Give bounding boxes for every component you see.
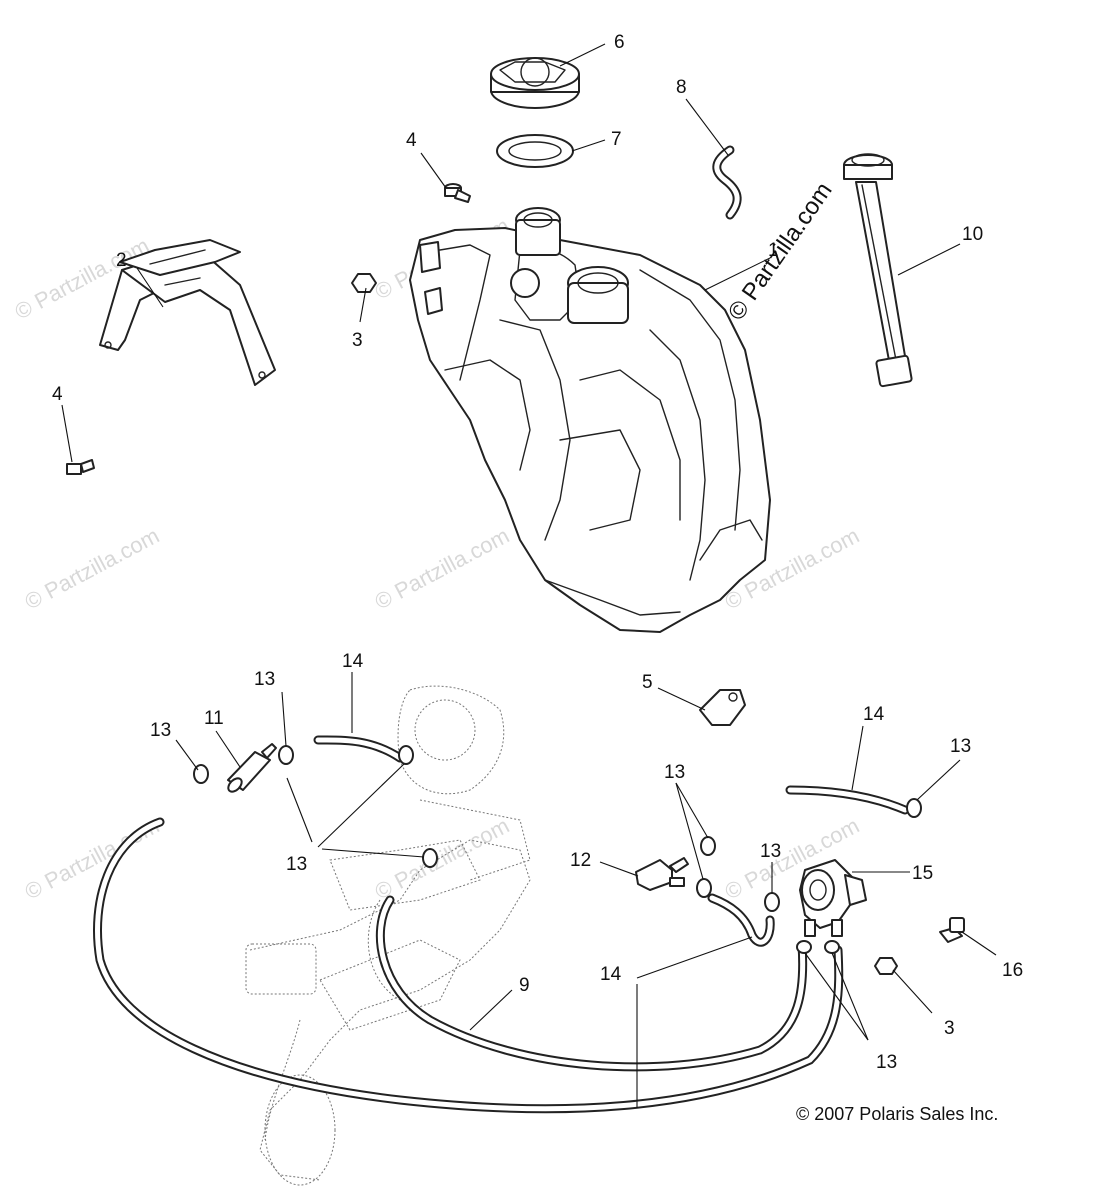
tee-fitting: [635, 857, 689, 891]
hose-clip: [699, 689, 746, 726]
nut-lower: [874, 957, 898, 975]
fuel-hose-long: [93, 817, 844, 1114]
bolt-upper: [444, 183, 471, 203]
callout-1: 1: [768, 240, 779, 261]
callout-11: 11: [204, 708, 224, 729]
leader-lines: [61, 43, 997, 1108]
hose-clamps: [193, 745, 922, 954]
callout-3: 3: [352, 330, 363, 351]
callout-14: 14: [863, 704, 885, 725]
callout-14: 14: [600, 964, 622, 985]
engine-outline: [245, 685, 531, 1186]
pump-bolt: [939, 917, 965, 943]
callout-13: 13: [664, 762, 685, 783]
callout-4: 4: [406, 130, 417, 151]
callout-8: 8: [676, 77, 687, 98]
callout-15: 15: [912, 863, 933, 884]
callout-13: 13: [254, 669, 275, 690]
callout-13: 13: [950, 736, 971, 757]
callout-10: 10: [962, 224, 983, 245]
callout-4: 4: [52, 384, 63, 405]
fuel-hose-upper-left: [313, 735, 405, 763]
callout-7: 7: [611, 129, 622, 150]
fuel-hose-lower: [707, 893, 775, 947]
fuel-hose-upper-right: [785, 785, 910, 815]
callout-6: 6: [614, 32, 625, 53]
tank-bracket: [99, 239, 276, 386]
watermark: © Partzilla.com: [21, 523, 164, 615]
callout-13: 13: [150, 720, 171, 741]
callout-14: 14: [342, 651, 364, 672]
callout-16: 16: [1002, 960, 1023, 981]
callouts: 1 2 3 3 4 4 5 6 7 8 9 10 11 12 13 13 13 …: [52, 32, 1023, 1073]
fuel-cap: [490, 57, 580, 109]
callout-3: 3: [944, 1018, 955, 1039]
cap-gasket: [496, 134, 574, 168]
watermark: © Partzilla.com: [371, 813, 514, 905]
vent-hose: [712, 145, 742, 220]
callout-13: 13: [286, 854, 307, 875]
callout-13: 13: [760, 841, 781, 862]
fuel-filter: [227, 743, 277, 793]
fuel-pump: [799, 859, 867, 937]
fuel-tank: [409, 207, 771, 633]
watermark: © Partzilla.com: [371, 523, 514, 615]
callout-9: 9: [519, 975, 530, 996]
callout-12: 12: [570, 850, 591, 871]
callout-5: 5: [642, 672, 653, 693]
bolt-lower: [66, 459, 95, 475]
callout-2: 2: [116, 250, 127, 271]
nut-upper: [351, 273, 377, 293]
copyright-notice: © 2007 Polaris Sales Inc.: [796, 1104, 998, 1124]
callout-13: 13: [876, 1052, 897, 1073]
fuel-sender: [843, 153, 913, 388]
